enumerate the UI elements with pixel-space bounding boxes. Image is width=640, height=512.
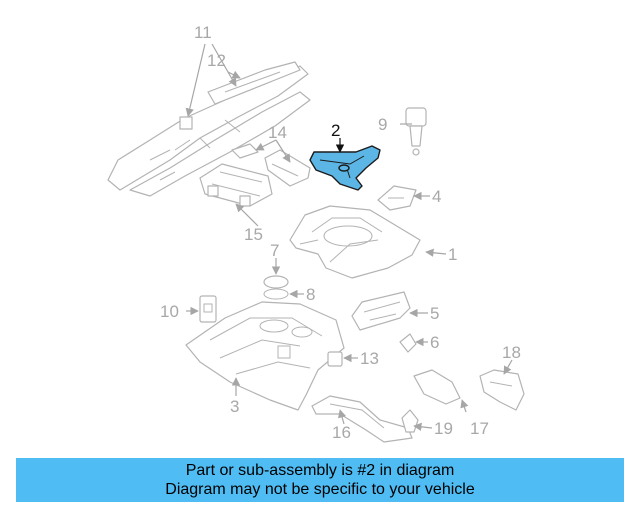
part-13-clip[interactable] (327, 351, 343, 367)
leader-18 (503, 359, 513, 375)
callout-7: 7 (270, 241, 279, 260)
leader-12 (227, 70, 241, 79)
part-16-lower-rail[interactable] (311, 395, 413, 443)
parts-diagram: 2 11 12 14 15 9 4 1 7 8 10 5 6 13 3 16 1… (107, 23, 525, 443)
part-17-panel[interactable] (413, 369, 461, 405)
callout-1: 1 (448, 245, 457, 264)
part-14-bracket[interactable] (231, 143, 311, 187)
callout-10: 10 (160, 302, 179, 321)
leader-lines (185, 43, 513, 432)
part-6-bracket[interactable] (399, 333, 417, 353)
callout-labels: 2 11 12 14 15 9 4 1 7 8 10 5 6 13 3 16 1… (160, 23, 521, 442)
callout-13: 13 (360, 349, 379, 368)
leader-16 (338, 409, 347, 425)
banner-line-2: Diagram may not be specific to your vehi… (165, 481, 475, 498)
part-9-holder[interactable] (405, 107, 427, 156)
part-10-bracket[interactable] (199, 295, 217, 323)
callout-16: 16 (332, 423, 351, 442)
part-15-crossmember[interactable] (199, 163, 273, 207)
part-1-rear-floor[interactable] (289, 205, 421, 279)
callout-4: 4 (432, 187, 441, 206)
callout-5: 5 (430, 304, 439, 323)
leader-11a (185, 43, 206, 117)
callout-18: 18 (502, 343, 521, 362)
callout-11: 11 (194, 23, 212, 42)
banner-line-1: Part or sub-assembly is #2 in diagram (185, 462, 455, 479)
leader-14a (255, 139, 277, 151)
part-18-panel[interactable] (479, 369, 525, 411)
info-banner: Part or sub-assembly is #2 in diagram Di… (16, 458, 624, 502)
part-11-front-frame-rail[interactable] (107, 65, 311, 197)
part-12-frame-rail-upper[interactable] (207, 61, 301, 105)
leader-11b (211, 43, 237, 87)
leader-17 (460, 399, 469, 413)
leader-1 (425, 248, 447, 257)
callout-17: 17 (470, 419, 489, 438)
part-2-highlighted[interactable] (309, 145, 381, 191)
callout-6: 6 (430, 333, 439, 352)
leader-19 (413, 422, 433, 432)
leader-14b (275, 139, 291, 163)
part-4-plate[interactable] (377, 185, 417, 211)
callout-8: 8 (306, 285, 315, 304)
callout-15: 15 (244, 225, 263, 244)
callout-19: 19 (434, 419, 453, 438)
callout-2: 2 (331, 121, 340, 140)
part-8-plug[interactable] (263, 275, 289, 300)
part-5-reinforcement[interactable] (351, 291, 411, 331)
leader-15 (235, 203, 259, 227)
callout-12: 12 (207, 51, 226, 70)
callout-9: 9 (378, 115, 387, 134)
callout-14: 14 (268, 123, 287, 142)
part-3-floor-pan[interactable] (185, 301, 345, 411)
callout-3: 3 (230, 397, 239, 416)
